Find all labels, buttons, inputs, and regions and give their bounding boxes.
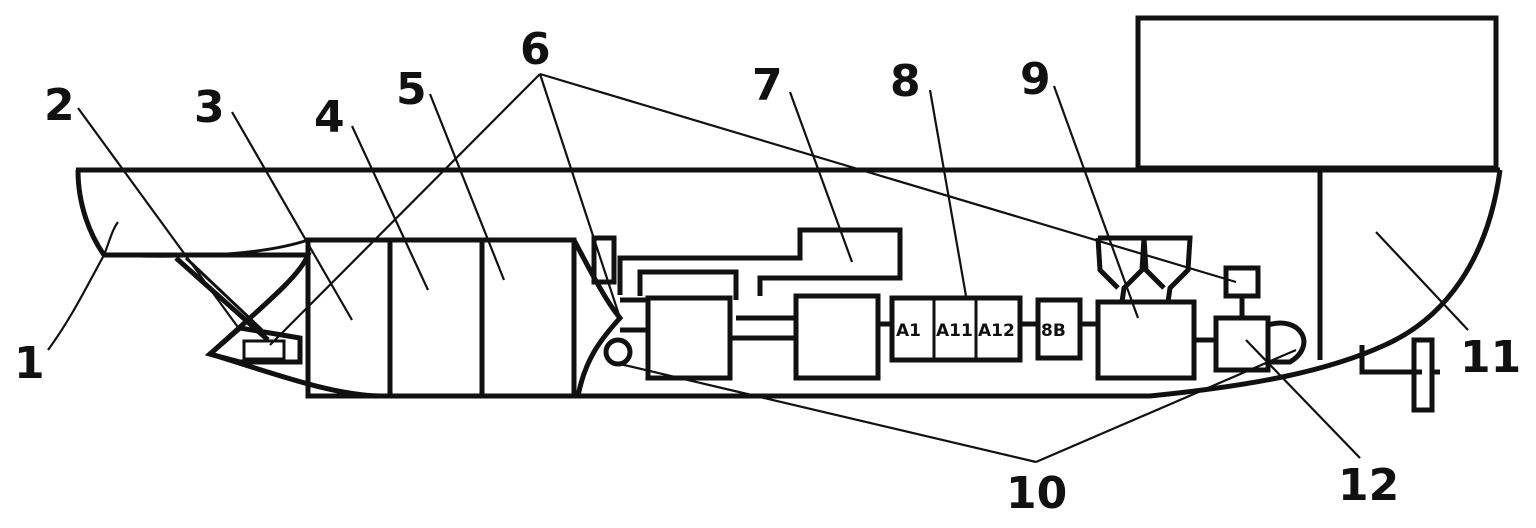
compartment-1-floor [103,238,309,258]
pipe-top-inner [637,269,739,300]
leader-12 [1245,339,1361,459]
leader-8 [928,89,968,297]
label-7: 7 [752,60,783,111]
small-box-8b [1035,297,1083,361]
leader-2 [77,107,241,331]
label-5: 5 [396,64,427,115]
valve-6-lower [603,337,633,367]
tank-4 [387,237,485,399]
leader-6c [539,72,1237,284]
gen-label-a12: A12 [978,321,1015,341]
leader-11 [1375,231,1469,331]
leader-10b [1035,348,1297,464]
device-2-base [204,325,303,365]
device-2-ramp-b [184,256,264,332]
label-1: 1 [14,338,45,389]
leader-3 [231,111,353,321]
device-2-ramp [174,256,270,342]
tank-5 [479,237,577,399]
pipe-top [617,227,903,296]
unit-12-box [1213,315,1271,373]
hopper-left [1095,235,1147,303]
label-2: 2 [44,80,75,131]
small-box-8b-label: 8B [1041,321,1066,341]
leader-5 [428,93,506,281]
device-2-box [242,339,286,361]
leader-1 [47,221,119,351]
label-4: 4 [314,92,345,143]
leader-6b [538,73,622,319]
unit-12-top [1223,265,1261,299]
unit-12-hook [1267,320,1307,365]
leader-9 [1052,85,1140,319]
machinery-box-b [793,293,881,381]
hopper-right [1141,235,1193,303]
propeller-shaft [1359,345,1422,375]
propeller [1411,337,1435,413]
superstructure [1135,15,1499,171]
machinery-box-a [645,295,733,381]
label-9: 9 [1020,54,1051,105]
label-3: 3 [194,82,225,133]
leader-4 [351,125,429,291]
leader-6a [269,73,541,346]
generator-row [889,295,1023,363]
label-8: 8 [890,56,921,107]
label-12: 12 [1338,460,1399,511]
valve-6-upper [591,235,617,285]
gen-label-a11: A11 [936,321,973,341]
leader-7 [788,91,854,263]
label-6: 6 [520,24,551,75]
label-10: 10 [1006,468,1067,519]
leader-10a [619,362,1037,464]
label-11: 11 [1460,332,1521,383]
unit-9-box [1095,299,1197,381]
gen-label-a1: A1 [896,321,921,341]
